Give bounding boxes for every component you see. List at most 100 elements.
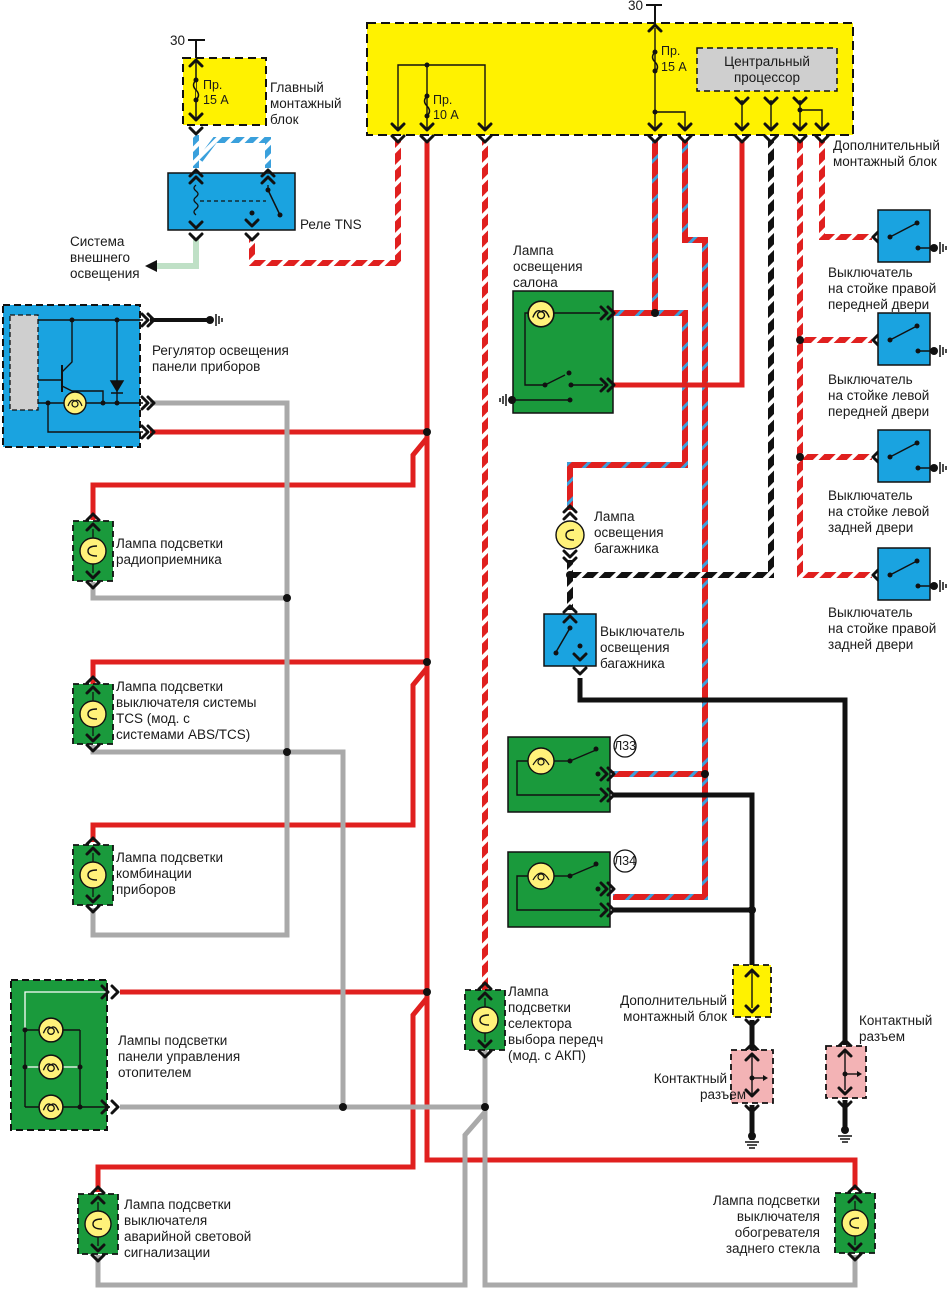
relay-coil-icon	[193, 184, 199, 216]
svg-text:внешнего: внешнего	[70, 250, 130, 265]
wire-hazard-gray	[95, 1110, 487, 1288]
fuse-label-2: 15 А	[203, 93, 229, 107]
door-switch-label-3: задней двери	[828, 520, 913, 535]
rear-defrost-illum-lamp-label-2: выключателя	[737, 1209, 820, 1224]
fuse-15a-label-2: 15 А	[661, 60, 687, 74]
fuse-label-1: Пр.	[203, 78, 222, 92]
door-switch-label-2: на стойке правой	[828, 281, 936, 296]
ground-icon	[930, 242, 947, 254]
lamp-icon	[79, 700, 107, 728]
dimmer-label-2: панели приборов	[152, 359, 260, 374]
relay-tns[interactable]: Реле TNS	[167, 168, 362, 242]
cpu-label-1: Центральный	[724, 54, 810, 69]
wire-door-fr	[819, 140, 872, 240]
map-lamp-icon	[527, 747, 555, 775]
fuse-icon	[192, 79, 200, 101]
rear-defrost-illum-lamp-label-1: Лампа подсветки	[713, 1193, 820, 1208]
dimmer-regulator[interactable]: Регулятор освещения панели приборов	[2, 304, 289, 448]
main-mount-label-3: блок	[270, 112, 299, 127]
map-lamp-icon	[527, 862, 555, 890]
main-mount-label-2: монтажный	[270, 96, 342, 111]
main-mount-block[interactable]: 30 Пр. 15 А Главный монтажный блок	[170, 33, 342, 136]
radio-illum-lamp-label-2: радиоприемника	[116, 552, 222, 567]
radio-illum-lamp-label-1: Лампа подсветки	[116, 536, 223, 551]
wire-hazard-red	[95, 996, 429, 1192]
wire-red-trunk	[424, 140, 858, 1190]
door-switch-label-2: на стойке левой	[828, 504, 929, 519]
trunk-switch[interactable]: Выключатель освещения багажника	[543, 604, 685, 676]
wire-cabin-rb-b	[567, 310, 688, 510]
door-switch-label-2: на стойке правой	[828, 621, 936, 636]
map-lamp-l34[interactable]: Л34	[507, 849, 637, 928]
wire-cabin-red	[613, 140, 745, 388]
svg-text:Система: Система	[70, 234, 125, 249]
cabin-label-1: Лампа	[513, 243, 554, 258]
heater-panel-lamps[interactable]: Лампы подсветки панели управления отопит…	[10, 979, 240, 1131]
tcs-switch-illum-lamp-label-4: системами ABS/TCS)	[116, 727, 250, 742]
tcs-switch-illum-lamp-label-2: выключателя системы	[116, 695, 256, 710]
cluster-illum-lamp-label-1: Лампа подсветки	[116, 850, 223, 865]
trunk-switch-label-1: Выключатель	[600, 624, 685, 639]
hazard-switch-illum-lamp-label-2: выключателя	[124, 1213, 207, 1228]
heater-label-2: панели управления	[118, 1049, 240, 1064]
fuse-10a-label-1: Пр.	[433, 93, 452, 107]
heater-label-3: отопителем	[118, 1065, 191, 1080]
heater-lamp-2-icon	[38, 1054, 64, 1080]
trunk-lamp-label-1: Лампа	[594, 509, 635, 524]
svg-text:освещения: освещения	[70, 266, 140, 281]
door-switch-label-3: передней двери	[828, 404, 929, 419]
exterior-lighting-label: Система внешнего освещения	[70, 234, 140, 281]
wire-main-to-relay-b	[197, 137, 271, 168]
aux-mount-top-label-2: монтажный блок	[833, 154, 937, 169]
lamp-icon	[471, 1006, 499, 1034]
trunk-lamp-label-3: багажника	[594, 541, 659, 556]
wire-cluster-red	[90, 666, 429, 842]
dimmer-label-1: Регулятор освещения	[152, 343, 289, 358]
fuse-10a-label-2: 10 А	[433, 108, 459, 122]
wire-selector-gray	[482, 1050, 858, 1288]
ground-icon	[206, 314, 223, 326]
wire-trunk-bw	[570, 140, 774, 578]
cabin-ground-icon	[499, 394, 516, 406]
selector-illum-lamp-label-1: Лампа	[508, 984, 549, 999]
diode-icon	[109, 380, 125, 394]
trunk-lamp-label-2: освещения	[594, 525, 664, 540]
selector-illum-lamp-label-5: (мод. с АКП)	[508, 1048, 586, 1063]
connector-left-label-2: разъем	[700, 1087, 746, 1102]
central-processor[interactable]	[696, 47, 838, 92]
map-lamp-l33[interactable]: Л33	[507, 734, 637, 813]
aux-mount-block-bottom[interactable]: Дополнительный монтажный блок	[620, 962, 772, 1028]
terminal-30-right: 30	[628, 0, 643, 13]
connector-left-label-1: Контактный	[654, 1071, 727, 1086]
connector-left[interactable]: Контактный разъем	[654, 1042, 774, 1149]
aux-mount-block-top[interactable]: Пр. 10 А 30 Пр. 15 А Центральный процесс…	[366, 0, 940, 169]
rear-defrost-illum-lamp-label-4: заднего стекла	[726, 1241, 821, 1256]
aux-mount-bottom-label-1: Дополнительный	[620, 993, 727, 1008]
door-switch-label-1: Выключатель	[828, 372, 913, 387]
door-switch-label-3: задней двери	[828, 637, 913, 652]
connector-right[interactable]: Контактный разъем	[825, 1013, 932, 1143]
door-switch-label-2: на стойке левой	[828, 388, 929, 403]
tcs-switch-illum-lamp-label-3: TCS (мод. с	[116, 711, 190, 726]
main-mount-label-1: Главный	[270, 80, 324, 95]
wires	[90, 135, 872, 1288]
trunk-lamp[interactable]: Лампа освещения багажника	[555, 504, 664, 566]
aux-mount-bottom-label-2: монтажный блок	[623, 1009, 727, 1024]
fuse-15a-label-1: Пр.	[661, 44, 680, 58]
hazard-switch-illum-lamp-label-3: аварийной световой	[124, 1229, 251, 1244]
cabin-lamp[interactable]: Лампа освещения салона	[499, 243, 616, 414]
relay-switch-icon	[267, 189, 281, 216]
rear-defrost-illum-lamp[interactable]: Лампа подсветкивыключателяобогревателяза…	[713, 1184, 876, 1262]
cpu-label-2: процессор	[734, 70, 800, 85]
wire-cabin-rb-a	[613, 140, 658, 316]
